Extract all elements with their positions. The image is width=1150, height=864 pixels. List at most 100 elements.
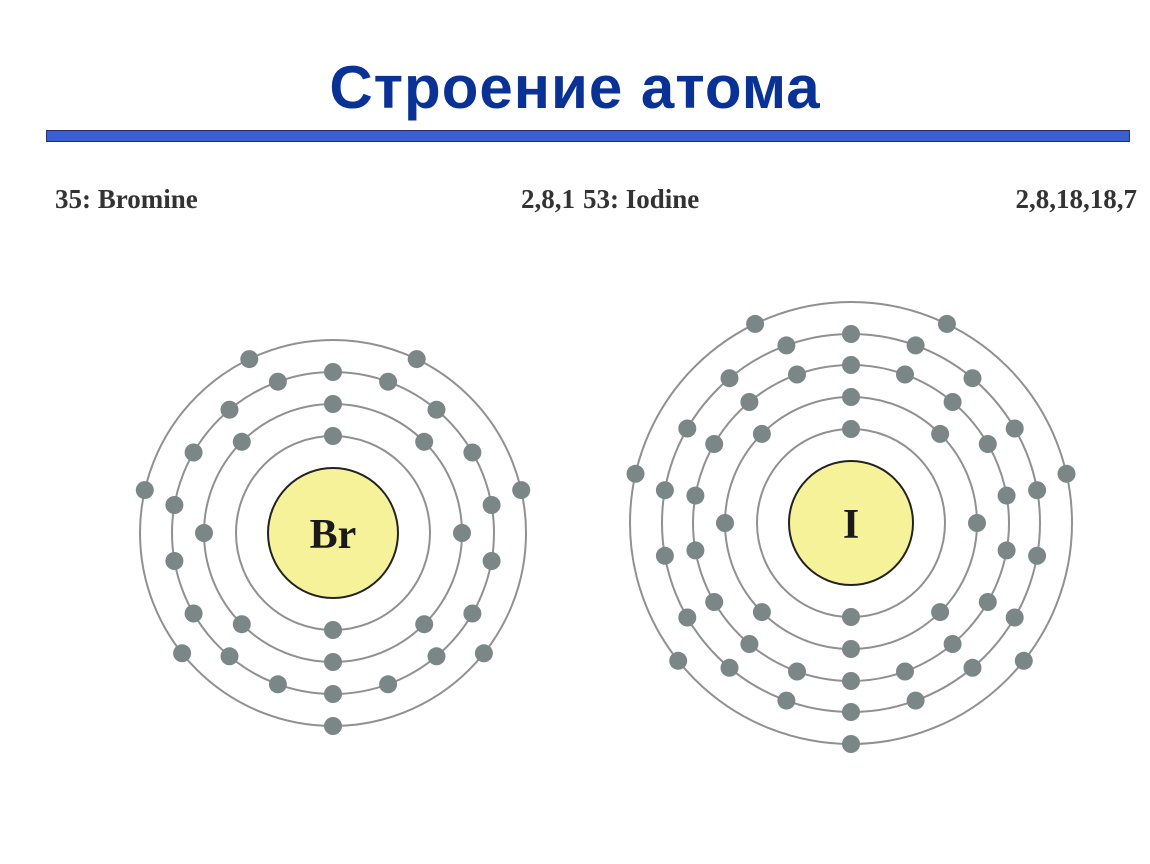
electron: [482, 496, 501, 514]
electron: [232, 432, 251, 451]
electron: [931, 603, 950, 622]
electron: [1014, 651, 1033, 670]
electron: [453, 524, 471, 542]
electron: [1005, 419, 1024, 438]
electron: [474, 644, 493, 663]
electron: [324, 653, 342, 671]
iodine-configuration-label: 2,8,18,18,7: [1015, 184, 1138, 214]
electron: [669, 651, 688, 670]
electron: [740, 393, 759, 411]
electron: [842, 640, 860, 658]
electron: [1028, 546, 1047, 565]
electron: [906, 336, 925, 355]
electron: [896, 365, 914, 384]
electron: [240, 350, 259, 369]
electron: [463, 604, 482, 623]
electron: [324, 685, 342, 703]
electron: [379, 372, 398, 391]
electron: [1028, 481, 1047, 500]
bromine-symbol: Br: [310, 512, 357, 558]
electron: [705, 435, 724, 453]
electron: [324, 395, 342, 413]
electron: [678, 608, 697, 627]
electron: [512, 481, 531, 500]
electron: [978, 593, 997, 611]
electron: [678, 419, 697, 438]
electron: [716, 514, 734, 532]
iodine-nucleus: [788, 460, 914, 586]
iodine-symbol: I: [843, 502, 859, 548]
electron: [324, 717, 342, 735]
electron: [407, 350, 426, 369]
electron: [184, 443, 203, 462]
electron: [788, 365, 806, 384]
electron: [943, 393, 962, 411]
electron: [415, 432, 434, 451]
electron: [968, 514, 986, 532]
electron: [842, 672, 860, 690]
electron: [937, 314, 956, 333]
electron: [379, 675, 398, 694]
electron: [978, 435, 997, 453]
electron: [842, 735, 860, 753]
electron: [1057, 464, 1076, 483]
electron: [896, 662, 914, 681]
bromine-configuration-label: 2,8,1: [521, 184, 575, 214]
electron: [777, 336, 796, 355]
electron: [705, 593, 724, 611]
electron: [173, 644, 192, 663]
iodine-name-label: 53: Iodine: [583, 184, 700, 214]
electron: [740, 635, 759, 653]
electron: [997, 541, 1016, 560]
electron: [788, 662, 806, 681]
electron: [931, 424, 950, 443]
electron: [997, 486, 1016, 505]
electron: [220, 647, 239, 666]
electron: [165, 496, 184, 514]
electron: [195, 524, 213, 542]
electron: [324, 621, 342, 639]
electron: [463, 443, 482, 462]
electron: [268, 675, 287, 694]
electron: [655, 546, 674, 565]
electron: [746, 314, 765, 333]
electron: [720, 658, 739, 677]
electron: [626, 464, 645, 483]
electron: [842, 703, 860, 721]
bromine-nucleus: [267, 467, 399, 599]
bromine-name-label: 35: Bromine: [55, 184, 198, 214]
electron: [963, 369, 982, 388]
electron: [720, 369, 739, 388]
electron: [777, 691, 796, 710]
electron: [842, 388, 860, 406]
electron: [482, 552, 501, 570]
electron: [324, 427, 342, 445]
electron: [232, 615, 251, 634]
electron: [135, 481, 154, 500]
title-underline: [46, 130, 1130, 142]
electron: [842, 356, 860, 374]
electron: [427, 400, 446, 419]
electron: [655, 481, 674, 500]
electron: [842, 325, 860, 343]
electron: [963, 658, 982, 677]
electron: [842, 420, 860, 438]
electron: [324, 363, 342, 381]
electron: [165, 552, 184, 570]
electron: [943, 635, 962, 653]
slide-title: Строение атома: [329, 54, 821, 121]
electron: [752, 603, 771, 622]
electron: [752, 424, 771, 443]
electron: [686, 541, 705, 560]
electron: [842, 608, 860, 626]
electron: [1005, 608, 1024, 627]
electron: [686, 486, 705, 505]
electron: [427, 647, 446, 666]
electron: [268, 372, 287, 391]
electron: [415, 615, 434, 634]
electron: [184, 604, 203, 623]
electron: [906, 691, 925, 710]
electron: [220, 400, 239, 419]
